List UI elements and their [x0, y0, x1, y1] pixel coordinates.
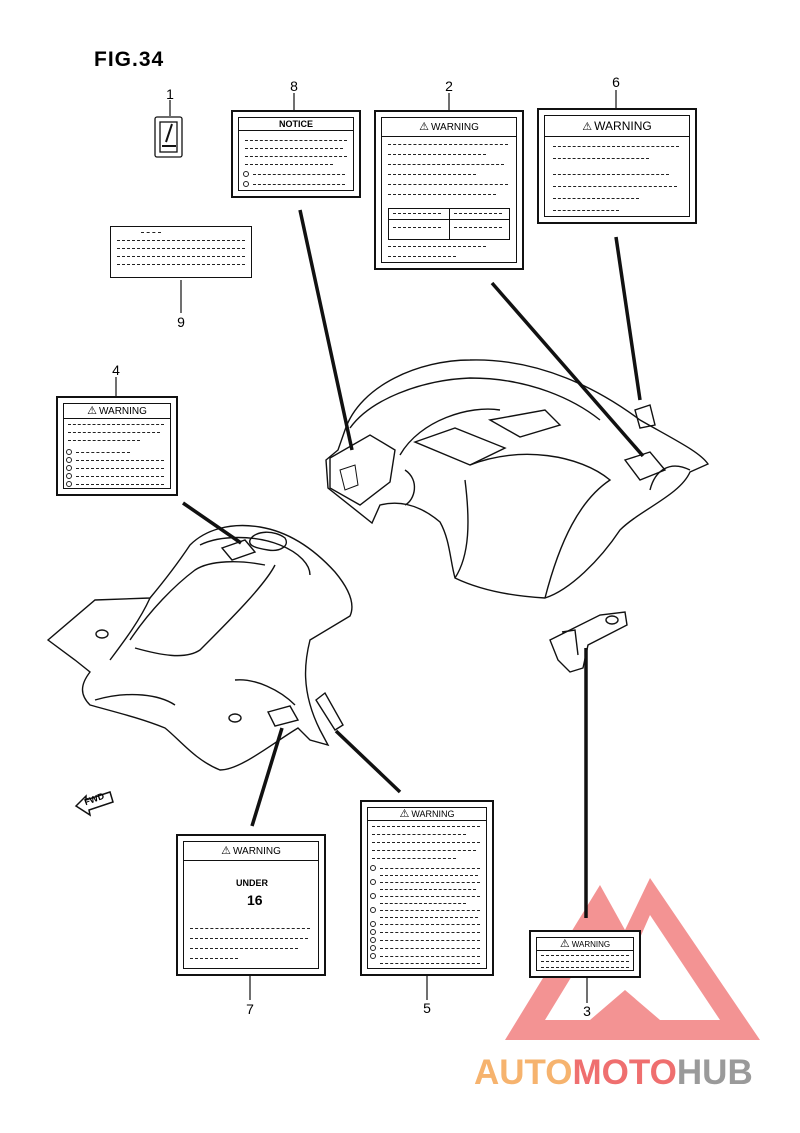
callout-9: 9	[177, 314, 185, 330]
rear-fender-drawing	[325, 359, 710, 599]
callout-4: 4	[112, 362, 120, 378]
warning-triangle-icon: ⚠	[399, 808, 410, 820]
callout-1: 1	[166, 86, 174, 102]
warning-header-7: ⚠WARNING	[184, 842, 318, 861]
callout-3: 3	[583, 1003, 591, 1019]
label-2-warning: ⚠WARNING	[374, 110, 524, 270]
figure-title: FIG.34	[94, 48, 165, 71]
callout-6: 6	[612, 74, 620, 90]
callout-leaders	[115, 90, 617, 1003]
warning-triangle-icon: ⚠	[582, 121, 593, 133]
under-text: UNDER	[236, 878, 269, 888]
label-7-warning-under-16: ⚠WARNING UNDER 16	[176, 834, 326, 976]
item-3-bracket-drawing	[549, 611, 628, 673]
label-6-warning: ⚠WARNING	[537, 108, 697, 224]
warning-triangle-icon: ⚠	[559, 938, 570, 950]
front-fender-drawing	[46, 524, 353, 771]
label-4-warning: ⚠WARNING	[56, 396, 178, 496]
warning-triangle-icon: ⚠	[221, 845, 231, 857]
warning-header-3: ⚠WARNING	[537, 938, 633, 951]
callout-5: 5	[423, 1000, 431, 1016]
watermark-text: AUTOMOTOHUB	[474, 1053, 753, 1092]
label-3-warning: ⚠WARNING	[529, 930, 641, 978]
warning-table	[388, 208, 510, 240]
label-8-notice: NOTICE	[231, 110, 361, 198]
warning-header-5: ⚠WARNING	[368, 808, 486, 821]
label-9-sticker	[110, 226, 252, 278]
item-1-sticker	[154, 116, 183, 158]
callout-8: 8	[290, 78, 298, 94]
notice-header: NOTICE	[239, 118, 353, 131]
age-16-text: 16	[247, 892, 263, 908]
warning-header-6: ⚠WARNING	[545, 116, 689, 137]
warning-header-4: ⚠WARNING	[64, 404, 170, 419]
warning-triangle-icon: ⚠	[87, 405, 97, 417]
warning-triangle-icon: ⚠	[419, 121, 429, 133]
warning-header-2: ⚠WARNING	[382, 118, 516, 137]
fwd-arrow-icon	[74, 791, 114, 817]
callout-2: 2	[445, 78, 453, 94]
label-5-warning: ⚠WARNING	[360, 800, 494, 976]
callout-7: 7	[246, 1001, 254, 1017]
pointer-lines	[182, 209, 645, 918]
